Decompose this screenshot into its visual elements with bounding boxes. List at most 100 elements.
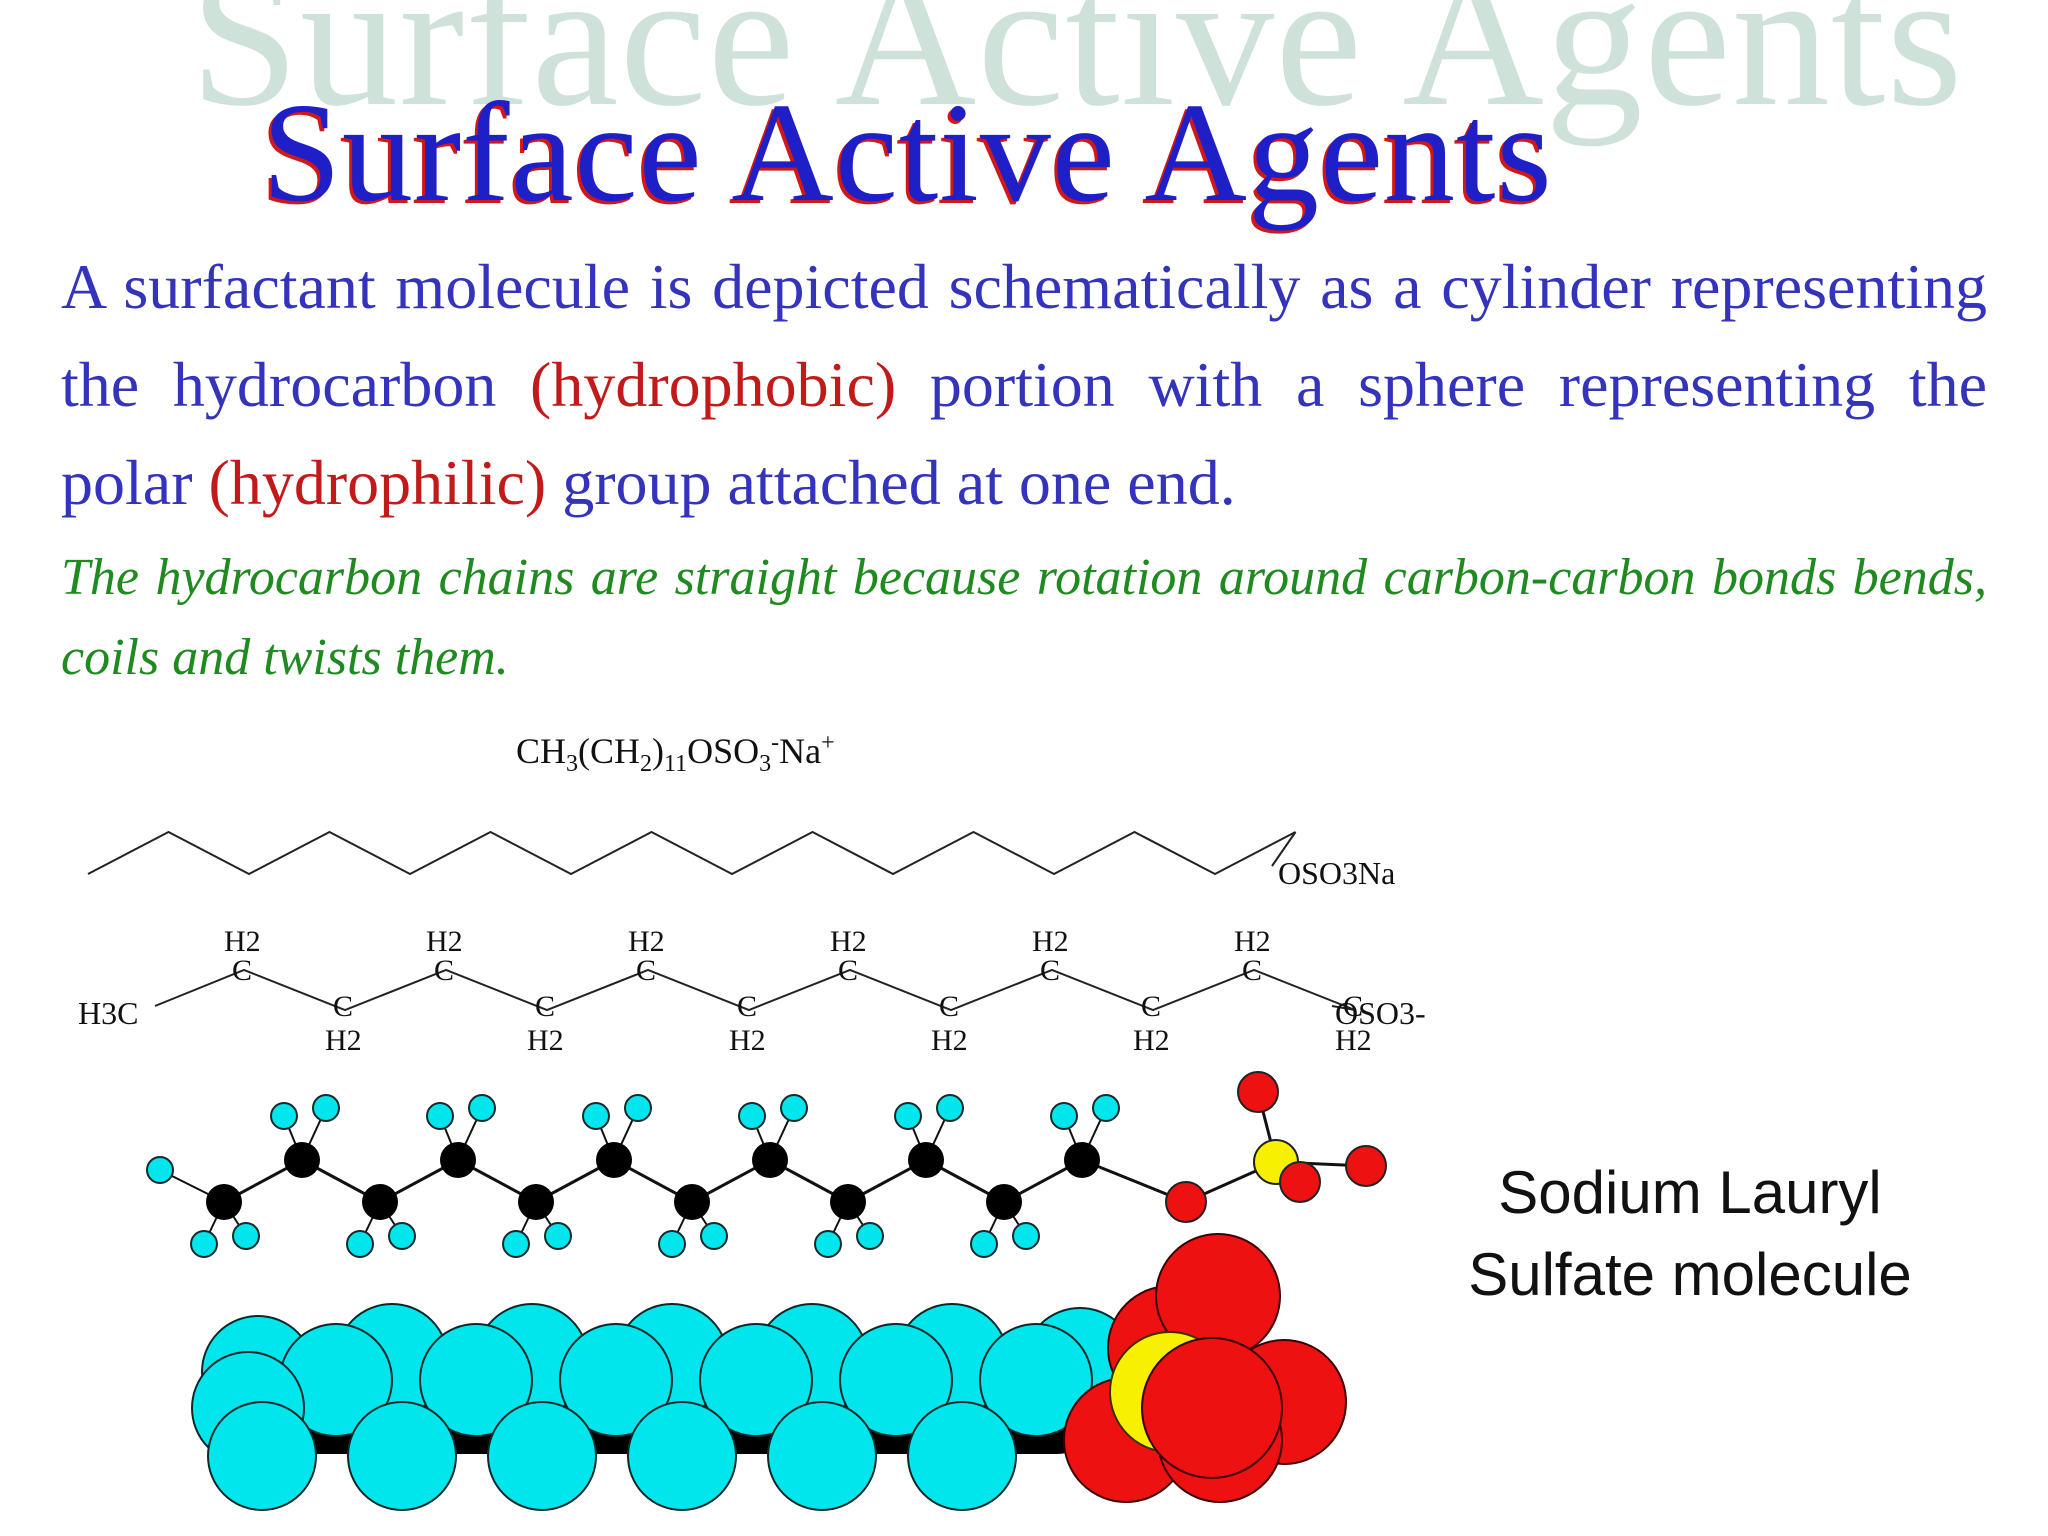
caption-line-1: Sodium Lauryl — [1498, 1159, 1882, 1226]
hydrogen-atom — [856, 1222, 884, 1250]
carbon-atom — [362, 1184, 398, 1220]
hydrophilic-term: (hydrophilic) — [208, 447, 547, 518]
formula-sub: 3 — [759, 751, 772, 778]
hydrogen-atom — [700, 1222, 728, 1250]
hydrogen-atom — [624, 1094, 652, 1122]
skeletal-end-group: OSO3Na — [1278, 855, 1395, 891]
hydrogen-atom — [270, 1102, 298, 1130]
hydrogen-sphere — [627, 1401, 737, 1511]
slide-title: Surface Active Agents — [262, 73, 1553, 231]
carbon-atom — [1064, 1142, 1100, 1178]
hydrogen-atom — [232, 1222, 260, 1250]
carbon-label: C — [232, 954, 252, 987]
oxygen-atom — [1165, 1181, 1207, 1223]
methylene-label: H2 — [1133, 1024, 1170, 1057]
formula-part: Na — [779, 731, 822, 771]
hydrogen-atom — [544, 1222, 572, 1250]
hydrogen-sphere — [699, 1323, 813, 1437]
hydrogen-atom — [468, 1094, 496, 1122]
carbon-label: C — [939, 990, 959, 1023]
hydrogen-atom — [894, 1102, 922, 1130]
formula-sub: 3 — [566, 751, 579, 778]
hydrogen-atom — [312, 1094, 340, 1122]
ball-and-stick-model — [146, 1071, 1387, 1258]
chain-note: The hydrocarbon chains are straight beca… — [61, 549, 1987, 686]
description-paragraph: A surfactant molecule is depicted schema… — [61, 238, 1987, 532]
methylene-label: H2 — [931, 1024, 968, 1057]
caption-line-2: Sulfate molecule — [1468, 1241, 1912, 1308]
carbon-label: C — [737, 990, 757, 1023]
hydrogen-atom — [502, 1230, 530, 1258]
skeletal-chain — [87, 830, 1297, 876]
hydrogen-atom — [426, 1102, 454, 1130]
hydrogen-atom — [780, 1094, 808, 1122]
carbon-atom — [830, 1184, 866, 1220]
hydrogen-sphere — [979, 1323, 1093, 1437]
formula-sub: 2 — [640, 751, 653, 778]
carbon-atom — [674, 1184, 710, 1220]
hydrogen-atom — [814, 1230, 842, 1258]
skeletal-formula: OSO3Na — [87, 830, 1395, 891]
condensed-formula: CH3(CH2)11OSO3-Na+ — [516, 730, 835, 778]
paragraph-text-3: group attached at one end. — [546, 447, 1236, 518]
carbon-atom — [206, 1184, 242, 1220]
methylene-label: H2 — [224, 925, 261, 958]
hydrogen-atom — [346, 1230, 374, 1258]
hydrogen-sphere — [487, 1401, 597, 1511]
carbon-label: C — [434, 954, 454, 987]
hydrogen-atom — [146, 1156, 174, 1184]
formula-sup: + — [821, 730, 835, 756]
formula-part: CH — [516, 731, 567, 771]
hydrogen-atom — [738, 1102, 766, 1130]
carbon-label: C — [1141, 990, 1161, 1023]
methylene-label: H2 — [729, 1024, 766, 1057]
hydrogen-sphere — [767, 1401, 877, 1511]
formula-part: OSO — [687, 731, 760, 771]
oxygen-atom — [1345, 1145, 1387, 1187]
structural-chain — [154, 968, 1356, 1012]
carbon-label: C — [1040, 954, 1060, 987]
carbon-atom — [986, 1184, 1022, 1220]
hydrogen-sphere — [207, 1401, 317, 1511]
structural-end-group: OSO3- — [1335, 995, 1426, 1031]
carbon-atom — [908, 1142, 944, 1178]
carbon-label: C — [636, 954, 656, 987]
hydrogen-atom — [970, 1230, 998, 1258]
oxygen-atom — [1237, 1071, 1279, 1113]
hydrogen-sphere — [419, 1323, 533, 1437]
carbon-label: C — [535, 990, 555, 1023]
formula-part: ) — [652, 731, 665, 771]
carbon-atom — [752, 1142, 788, 1178]
hydrogen-atom — [1012, 1222, 1040, 1250]
oxygen-atom — [1279, 1161, 1321, 1203]
hydrogen-sphere — [559, 1323, 673, 1437]
hydrogen-sphere — [839, 1323, 953, 1437]
space-filling-model — [191, 1233, 1347, 1511]
methylene-label: H2 — [1032, 925, 1069, 958]
structural-start-group: H3C — [78, 995, 138, 1031]
formula-sup: - — [771, 730, 780, 756]
formula-part: (CH — [578, 731, 641, 771]
carbon-label: C — [333, 990, 353, 1023]
hydrogen-atom — [190, 1230, 218, 1258]
hydrogen-atom — [582, 1102, 610, 1130]
paragraph-text-1: A surfactant molecule is depicted schema… — [61, 251, 1987, 420]
carbon-atom — [440, 1142, 476, 1178]
methylene-label: H2 — [1234, 925, 1271, 958]
carbon-atom — [596, 1142, 632, 1178]
title-watermark: Surface Active Agents — [190, 0, 1964, 147]
hydrogen-atom — [658, 1230, 686, 1258]
carbon-label: C — [1343, 990, 1363, 1023]
hydrogen-atom — [1050, 1102, 1078, 1130]
methylene-label: H2 — [628, 925, 665, 958]
carbon-atom — [284, 1142, 320, 1178]
formula-sub: 11 — [664, 751, 688, 778]
carbon-atom — [518, 1184, 554, 1220]
hydrogen-atom — [388, 1222, 416, 1250]
hydrogen-atom — [1092, 1094, 1120, 1122]
hydrogen-sphere — [907, 1401, 1017, 1511]
methylene-label: H2 — [325, 1024, 362, 1057]
molecule-caption: Sodium Lauryl Sulfate molecule — [1420, 1152, 1960, 1316]
carbon-label: C — [1242, 954, 1262, 987]
